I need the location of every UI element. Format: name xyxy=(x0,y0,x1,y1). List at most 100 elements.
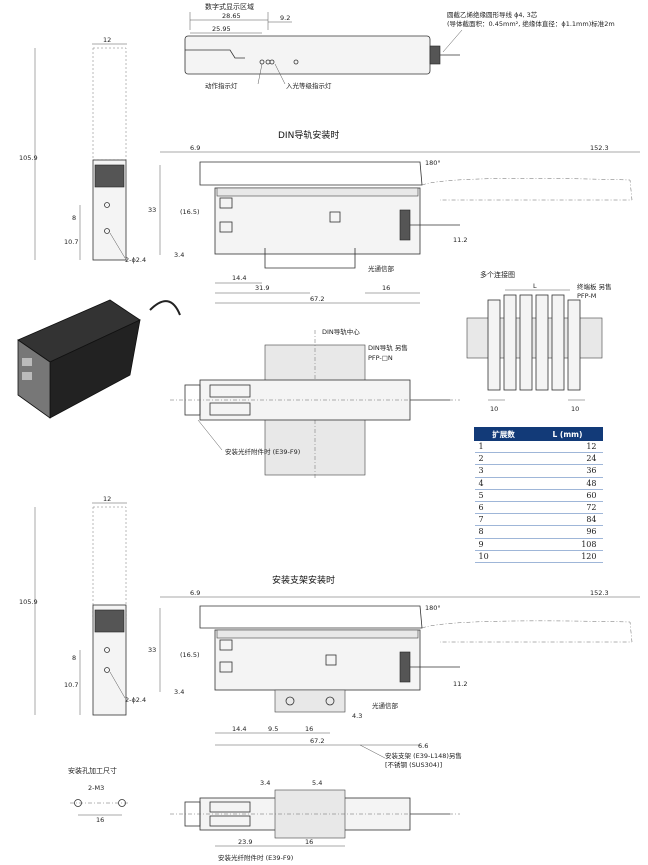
dim-14-4-din: 14.4 xyxy=(232,274,246,282)
cell-length: 60 xyxy=(532,489,603,502)
mounting-holes-view: 安装孔加工尺寸 2-M3 16 xyxy=(68,766,130,824)
din-rail-sold-label: DIN导轨 另售 xyxy=(368,343,408,352)
dim-152-3-din: 152.3 xyxy=(590,144,609,152)
dim-180-din: 180° xyxy=(425,159,441,167)
dim-16-top: 16 xyxy=(305,838,313,846)
cell-length: 36 xyxy=(532,464,603,478)
fiber-attach-label-2: 安装光纤附件时 (E39-F9) xyxy=(218,853,293,862)
dim-23-9: 23.9 xyxy=(238,838,252,846)
dim-11-2-bracket: 11.2 xyxy=(453,680,467,688)
cell-count: 6 xyxy=(474,501,533,515)
multi-title: 多个连接图 xyxy=(480,270,515,279)
dim-16-bracket: 16 xyxy=(305,725,313,733)
dim-180-bracket: 180° xyxy=(425,604,441,612)
dim-10-7-bottom: 10.7 xyxy=(64,681,78,689)
dim-31-9-din: 31.9 xyxy=(255,284,269,292)
dim-L: L xyxy=(533,282,537,290)
din-top-view: DIN导轨中心 DIN导轨 另售 PFP-□N 安装光纤附件时 (E39-F9) xyxy=(170,327,460,480)
dim-2-holes-top: 2-ϕ2.4 xyxy=(125,256,146,264)
din-title: DIN导轨安装时 xyxy=(278,129,339,141)
dim-12-bottom: 12 xyxy=(103,495,111,503)
hole-title: 安装孔加工尺寸 xyxy=(68,766,117,775)
bracket-sold-label-1: 安装支架 (E39-L148)另售 xyxy=(385,751,462,760)
dim-105-9-bottom: 105.9 xyxy=(19,598,38,606)
side-view-bottom: 12 105.9 8 10.7 2-ϕ2.4 xyxy=(19,495,146,716)
dim-12-top: 12 xyxy=(103,36,111,44)
cell-count: 2 xyxy=(474,452,533,466)
light-receiver-bracket: 光通信部 xyxy=(372,701,399,710)
cell-count: 4 xyxy=(474,477,533,490)
dim-2-holes-bottom: 2-ϕ2.4 xyxy=(125,696,146,704)
dim-3-4-bracket: 3.4 xyxy=(174,688,184,696)
dim-16-5-din: (16.5) xyxy=(180,208,200,216)
cell-length: 120 xyxy=(532,550,603,563)
dim-105-9-top: 105.9 xyxy=(19,154,38,162)
light-receiver-din: 光通信部 xyxy=(368,264,395,273)
dim-67-2-bracket: 67.2 xyxy=(310,737,324,745)
dim-6-9-bracket: 6.9 xyxy=(190,589,200,597)
dim-2-m3: 2-M3 xyxy=(88,784,104,792)
digital-display-label: 数字式显示区域 xyxy=(205,2,254,11)
dim-6-6: 6.6 xyxy=(418,742,428,750)
cell-count: 1 xyxy=(474,440,533,454)
dim-33-bracket: 33 xyxy=(148,646,156,654)
cell-length: 72 xyxy=(532,501,603,515)
bracket-top-view: 3.4 5.4 23.9 16 安装光纤附件时 (E39-F9) xyxy=(170,779,460,862)
fiber-attach-label-1: 安装光纤附件时 (E39-F9) xyxy=(225,447,300,456)
din-center-label: DIN导轨中心 xyxy=(322,327,360,336)
dim-16-din: 16 xyxy=(382,284,390,292)
bracket-sold-label-2: [不锈钢 (SUS304)] xyxy=(385,760,442,769)
table-header-row: 扩展数 L (mm) xyxy=(474,427,603,441)
cell-count: 3 xyxy=(474,464,533,478)
action-indicator-label: 动作指示灯 xyxy=(205,81,238,90)
table-header-count: 扩展数 xyxy=(474,427,533,441)
cable-spec-line2: (导体截面积：0.45mm², 绝缘体直径：ϕ1.1mm)标准2m xyxy=(447,19,615,28)
din-rail-model: PFP-□N xyxy=(368,354,393,362)
cell-count: 7 xyxy=(474,513,533,527)
end-plate-label: 终端板 另售 xyxy=(577,282,612,291)
dim-67-2-din: 67.2 xyxy=(310,295,324,303)
dim-6-9-din: 6.9 xyxy=(190,144,200,152)
cable-spec-line1: 圆截乙烯绝缘圆形导线 ϕ4, 3芯 xyxy=(447,10,538,19)
dim-4-3: 4.3 xyxy=(352,712,362,720)
dim-10-7-top: 10.7 xyxy=(64,238,78,246)
dim-25-95: 25.95 xyxy=(212,25,231,33)
dim-16-holes: 16 xyxy=(96,816,104,824)
cell-count: 8 xyxy=(474,525,533,539)
dim-10-left-multi: 10 xyxy=(490,405,498,413)
dim-33-din: 33 xyxy=(148,206,156,214)
cell-length: 12 xyxy=(532,440,603,454)
dim-28-65: 28.65 xyxy=(222,12,241,20)
cell-count: 5 xyxy=(474,489,533,502)
dim-11-2-din: 11.2 xyxy=(453,236,467,244)
dim-8-bottom: 8 xyxy=(72,654,76,662)
bracket-mount-view: 安装支架安装时 6.9 152.3 180° 33 (16.5) 3.4 11.… xyxy=(148,574,640,769)
dim-152-3-bracket: 152.3 xyxy=(590,589,609,597)
end-plate-model: PFP-M xyxy=(577,292,596,300)
product-illustration xyxy=(17,299,181,419)
dim-3-4-top: 3.4 xyxy=(260,779,270,787)
bracket-title: 安装支架安装时 xyxy=(272,574,335,586)
dim-8-top: 8 xyxy=(72,214,76,222)
dim-5-4: 5.4 xyxy=(312,779,322,787)
cell-length: 108 xyxy=(532,538,603,551)
cell-length: 84 xyxy=(532,513,603,527)
dim-14-4-bracket: 14.4 xyxy=(232,725,246,733)
dim-3-4-din: 3.4 xyxy=(174,251,184,259)
cell-count: 9 xyxy=(474,538,533,551)
level-indicator-label: 入光等级指示灯 xyxy=(286,81,332,90)
cell-count: 10 xyxy=(474,550,533,563)
multi-connection-view: 多个连接图 L 终端板 另售 PFP-M 10 10 xyxy=(466,270,612,413)
dim-10-right-multi: 10 xyxy=(571,405,579,413)
